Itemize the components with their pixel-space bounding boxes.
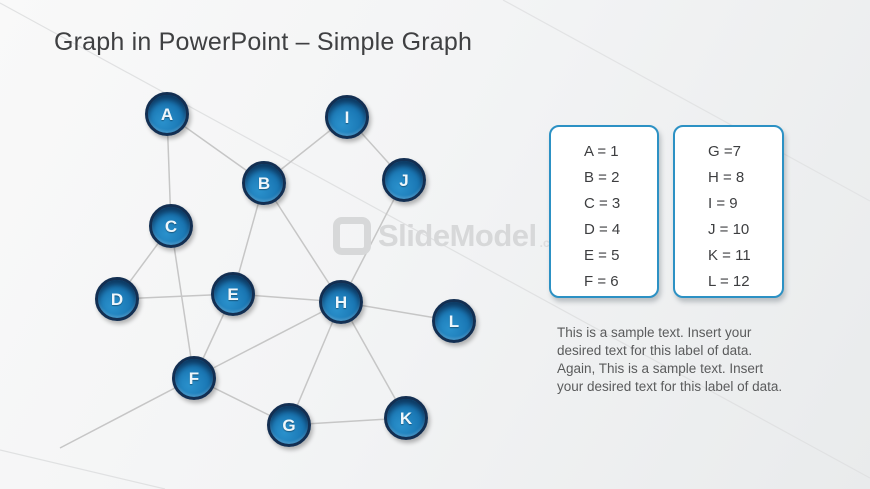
graph-edge-B-H: [263, 182, 342, 303]
legend-item: K = 11: [708, 247, 751, 264]
graph-node-label: K: [399, 408, 413, 428]
legend-item: L = 12: [708, 273, 750, 290]
legend-item: E = 5: [584, 247, 620, 264]
graph-edge-F-H: [193, 301, 342, 379]
graph-node-G: G: [267, 403, 311, 447]
legend-item: D = 4: [584, 221, 621, 238]
graph-node-L: L: [432, 299, 476, 343]
slide-title: Graph in PowerPoint – Simple Graph: [54, 28, 473, 56]
legend-box-1: A = 1 B = 2 C = 3 D = 4 E = 5 F = 6: [549, 125, 659, 298]
graph-node-label: I: [344, 107, 350, 127]
graph-node-label: L: [448, 311, 460, 331]
legend-item: G =7: [708, 143, 741, 160]
graph-node-F: F: [172, 356, 216, 400]
caption-text: This is a sample text. Insert your desir…: [557, 325, 783, 394]
slidemodel-logo-icon: [333, 217, 371, 255]
graph-node-label: G: [282, 415, 296, 435]
graph-node-label: C: [164, 216, 178, 236]
graph-node-label: F: [188, 368, 200, 388]
legend-box-2: G =7 H = 8 I = 9 J = 10 K = 11 L = 12: [673, 125, 784, 298]
graph-node-D: D: [95, 277, 139, 321]
graph-node-label: A: [160, 104, 174, 124]
graph-node-label: H: [334, 292, 348, 312]
graph-node-A: A: [145, 92, 189, 136]
legend-item: A = 1: [584, 143, 619, 160]
graph-node-label: J: [399, 170, 409, 190]
graph-node-C: C: [149, 204, 193, 248]
graph-edge-J-H: [340, 179, 405, 303]
graph-node-I: I: [325, 95, 369, 139]
graph-node-B: B: [242, 161, 286, 205]
legend-item: I = 9: [708, 195, 738, 212]
watermark: SlideModel .com: [333, 217, 568, 255]
graph-node-K: K: [384, 396, 428, 440]
graph-node-E: E: [211, 272, 255, 316]
graph-node-label: E: [227, 284, 239, 304]
legend-item: C = 3: [584, 195, 621, 212]
watermark-name: SlideModel: [378, 218, 537, 253]
graph-edge-C-F: [170, 225, 195, 379]
graph-edge-stray: [59, 377, 195, 449]
graph-node-label: B: [257, 173, 271, 193]
legend-item: F = 6: [584, 273, 619, 290]
legend-item: B = 2: [584, 169, 620, 186]
graph-node-label: D: [110, 289, 124, 309]
legend-item: H = 8: [708, 169, 745, 186]
legend-item: J = 10: [708, 221, 750, 238]
graph-node-J: J: [382, 158, 426, 202]
graph-node-H: H: [319, 280, 363, 324]
